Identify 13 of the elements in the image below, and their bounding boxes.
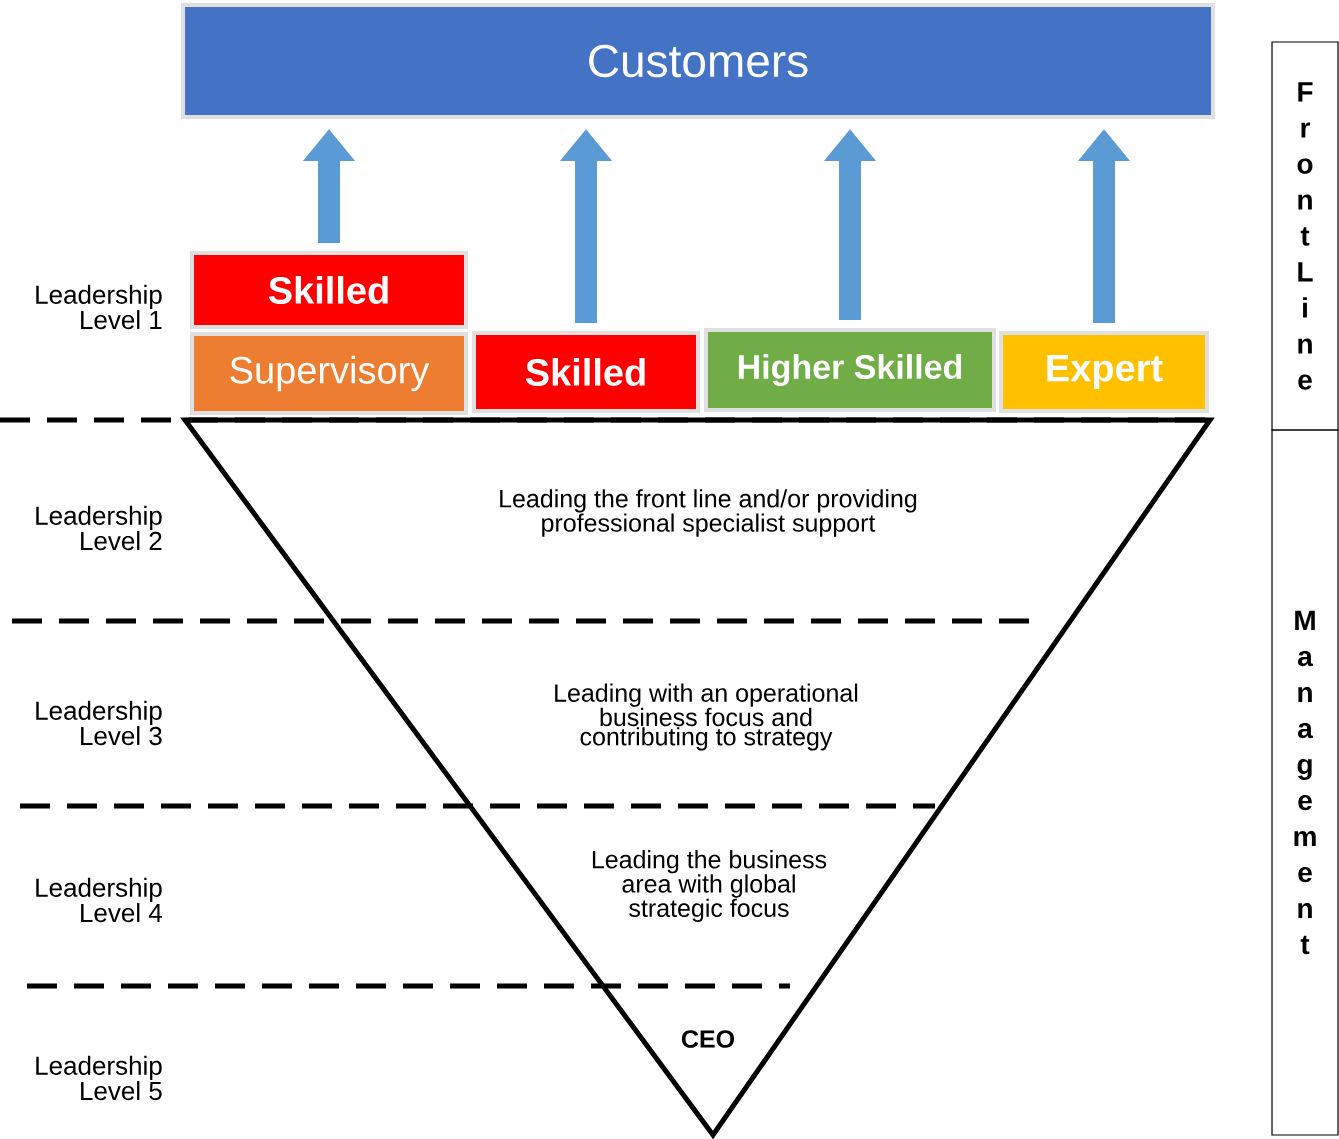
band-text: Leading the front line and/or providing professional specialist support	[500, 489, 917, 537]
level-box: Skilled	[190, 251, 468, 329]
level-box: Expert	[999, 331, 1209, 413]
level-box: Higher Skilled	[704, 328, 996, 412]
band-text: Leading the business area with global strategic focus	[592, 850, 827, 922]
banner-box: Customers	[181, 3, 1215, 119]
level-box: Skilled	[472, 331, 700, 413]
level-label: Leadership Level 1	[36, 284, 162, 330]
apex-label: CEO	[681, 1030, 735, 1048]
side-box: Management	[1271, 429, 1339, 1136]
level-box: Supervisory	[190, 332, 468, 415]
side-box: Front Line	[1271, 41, 1339, 431]
band-text: Leading with an operational business focus and contributing to strategy	[555, 683, 858, 751]
